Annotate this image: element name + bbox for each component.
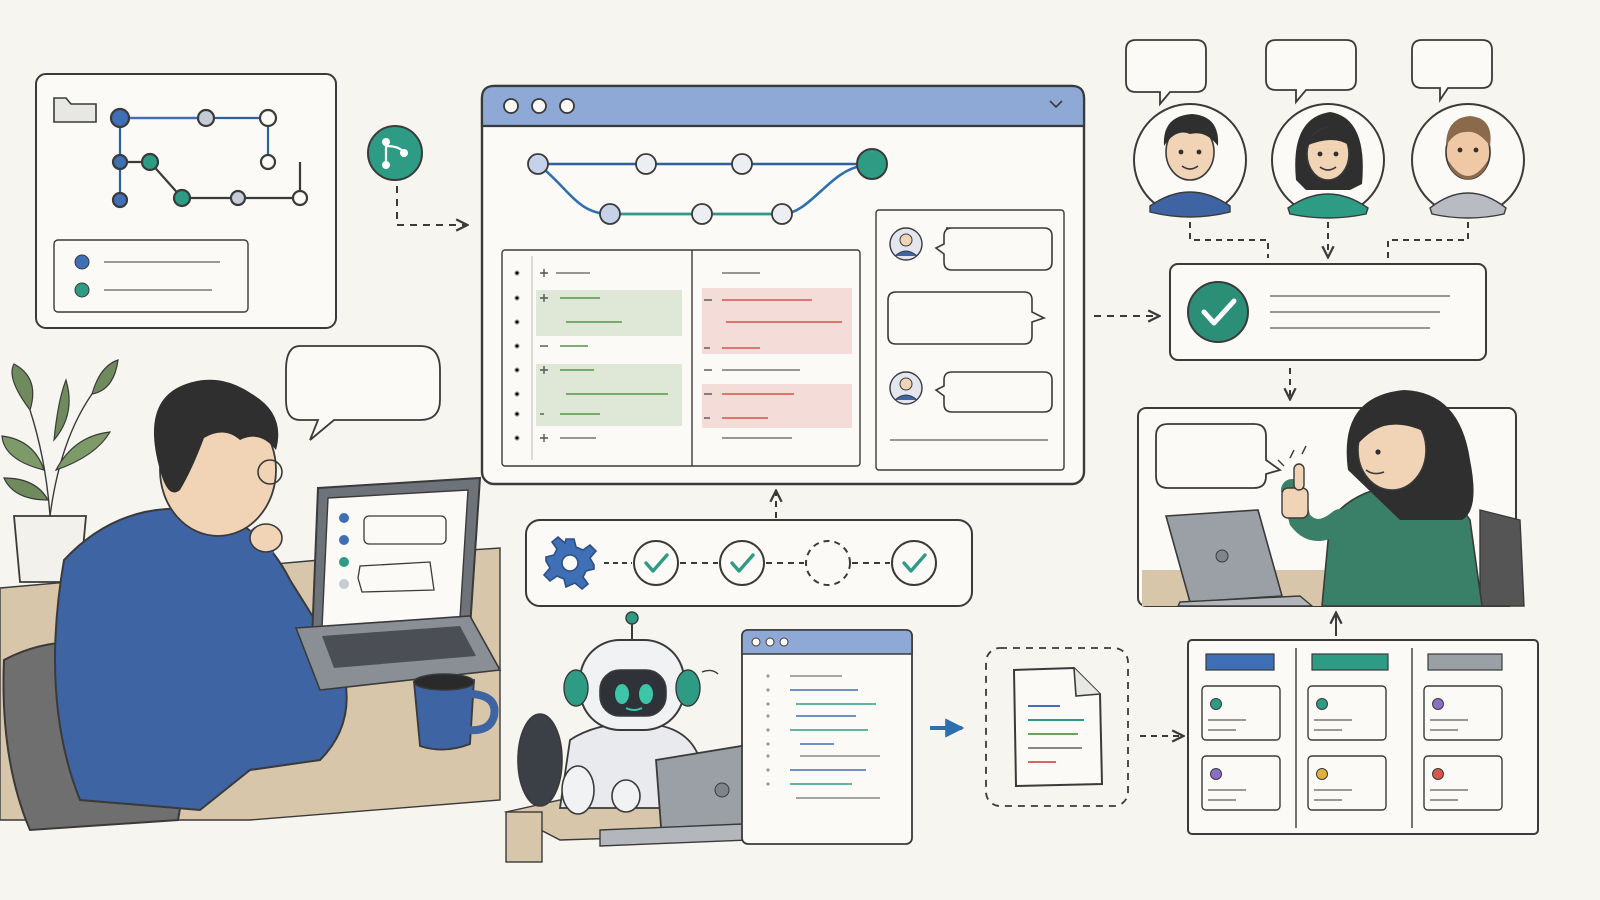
speech-bubble [1265, 39, 1357, 105]
window-dot [559, 98, 575, 114]
thumbs-up-icon [1277, 445, 1309, 519]
laptop-icon [294, 476, 502, 691]
window-dot [531, 98, 547, 114]
kanban-card [1423, 685, 1503, 741]
review-window [480, 84, 1086, 486]
document-icon [1012, 666, 1104, 788]
status-dot [1210, 768, 1222, 780]
reviewer-arrows [1189, 222, 1469, 258]
developer-scene [0, 345, 502, 832]
avatar [889, 227, 923, 261]
repo-panel [35, 73, 337, 329]
check-icon [1187, 281, 1249, 343]
merge-graph [527, 148, 888, 225]
git-branch-icon [367, 125, 423, 181]
kanban-card [1201, 755, 1281, 811]
pipeline-step-done [633, 540, 679, 586]
avatar [889, 371, 923, 405]
speech-bubble [1155, 423, 1283, 489]
agent-code-window [741, 629, 913, 845]
pipeline-steps [633, 540, 937, 586]
speech-bubble [285, 345, 441, 441]
status-dot [1432, 698, 1444, 710]
comment-bubble [934, 371, 1053, 413]
status-dot [1316, 698, 1328, 710]
check-icon [644, 553, 669, 573]
check-icon [902, 553, 927, 573]
arrow-icon [396, 186, 466, 225]
mug-icon [413, 673, 499, 751]
kanban-column-header [1311, 653, 1389, 671]
folder-icon [53, 97, 97, 123]
reviewers [1125, 39, 1525, 219]
status-dot [1210, 698, 1222, 710]
document-card [985, 647, 1129, 807]
kanban-columns [1201, 653, 1503, 811]
avatar [1133, 103, 1247, 218]
diff-pane [501, 249, 861, 467]
kanban-board [1187, 639, 1539, 835]
pipeline-step-done [891, 540, 937, 586]
check-icon [730, 553, 755, 573]
kanban-card [1201, 685, 1281, 741]
avatar [1271, 103, 1385, 219]
ci-pipeline [525, 519, 973, 607]
comment-bubble [934, 227, 1053, 271]
speech-bubble [1411, 39, 1493, 103]
kanban-card [1307, 685, 1387, 741]
approval-card [1169, 263, 1487, 361]
kanban-column-header [1427, 653, 1503, 671]
comment-bubble [887, 291, 1047, 345]
laptop-icon [1164, 509, 1314, 607]
pipeline-step-done [719, 540, 765, 586]
chevron-down-icon [1049, 100, 1063, 109]
gear-icon [542, 535, 598, 591]
kanban-card [1307, 755, 1387, 811]
window-dot [503, 98, 519, 114]
commit-graph [109, 107, 309, 209]
speech-bubble [1125, 39, 1207, 107]
kanban-column-header [1205, 653, 1275, 671]
status-dot [1316, 768, 1328, 780]
status-dot [1432, 768, 1444, 780]
avatar [1411, 103, 1525, 219]
comment-pane [875, 209, 1065, 471]
branch-list [53, 239, 249, 313]
kanban-card [1423, 755, 1503, 811]
pipeline-step-pending [805, 540, 851, 586]
approver-scene [1137, 390, 1525, 607]
robot-scene [503, 611, 913, 863]
robot-icon [563, 611, 701, 731]
